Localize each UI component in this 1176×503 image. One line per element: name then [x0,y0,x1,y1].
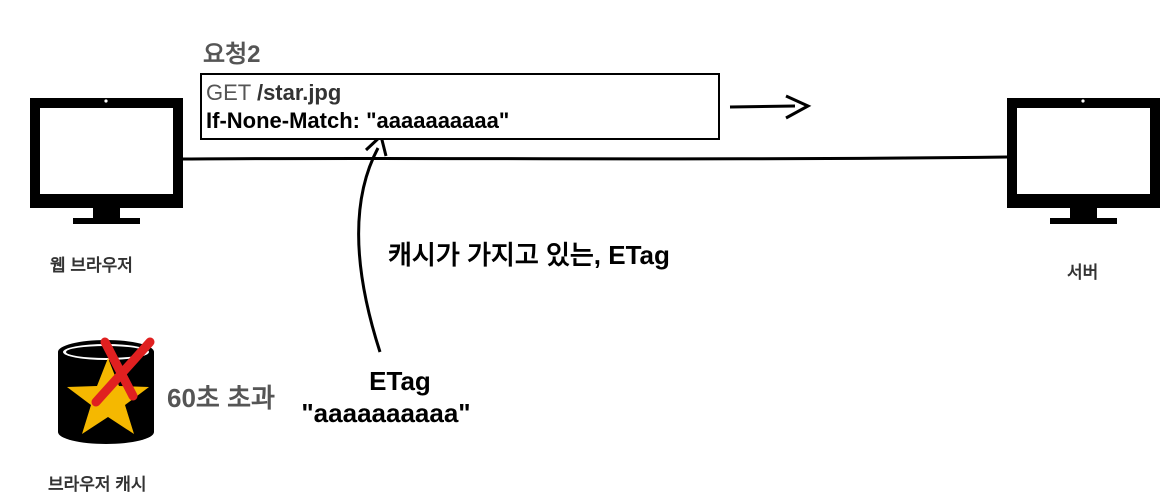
etag-title: ETag [369,366,431,396]
web-browser-label: 웹 브라우저 [50,256,133,275]
request-title: 요청2 [203,41,261,68]
etag-curved-arrow [357,133,388,353]
cache-expired-text: 60초 초과 [167,383,275,413]
browser-cache-label: 브라우저 캐시 [48,475,147,494]
http-request-box [200,73,720,140]
etag-value: "aaaaaaaaaa" [301,398,471,428]
request-line: GET /star.jpg [206,80,341,106]
star-icon [67,358,149,434]
web-browser-monitor-icon [30,98,183,224]
server-monitor-icon [1007,98,1160,224]
etag-annotation: 캐시가 가지고 있는, ETag [388,240,670,270]
expired-cross-icon [91,337,155,407]
request-method: GET [206,80,251,105]
request-path: /star.jpg [256,80,342,105]
if-none-match-header: If-None-Match: "aaaaaaaaaa" [206,108,510,133]
connection-line [182,155,1008,161]
request-arrow [729,94,812,120]
server-label: 서버 [1067,263,1099,282]
